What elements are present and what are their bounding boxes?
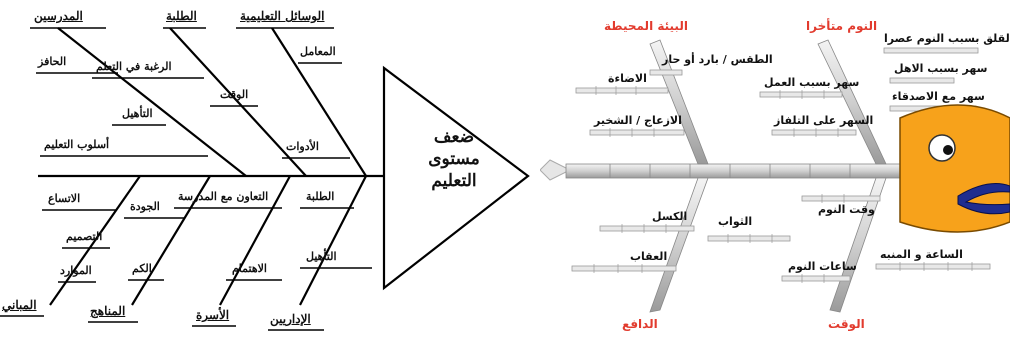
cause-labs: المعامل — [300, 45, 336, 58]
bone-late-sleep — [817, 39, 887, 165]
right-fishbone-graphic — [540, 39, 1010, 313]
cause-design: التصميم — [66, 230, 103, 243]
cause-tools: الأدوات — [286, 140, 319, 153]
head-line-2: مستوى — [428, 149, 480, 169]
cause-punishment: العقاب — [630, 250, 668, 263]
fish-head-icon — [899, 104, 1010, 233]
bone-students — [169, 27, 307, 177]
cause-up-late-tv: السهر على التلفاز — [774, 114, 874, 127]
bone-teachers — [57, 27, 247, 177]
bone-family — [219, 175, 291, 306]
cause-laziness: الكسل — [652, 210, 688, 223]
bone-curriculum — [131, 175, 211, 306]
category-curriculum: المناهج — [90, 304, 126, 318]
cause-reward: الثواب — [718, 215, 753, 228]
bone-admins — [299, 175, 367, 306]
cause-resources: الموارد — [60, 264, 92, 277]
bone-media — [271, 27, 367, 177]
category-buildings: المباني — [2, 298, 37, 312]
cause-teacher-qualification: التأهيل — [122, 107, 153, 120]
category-administrators: الإداريين — [270, 312, 311, 326]
right-spine — [540, 159, 907, 181]
left-fishbone-diagram: ضعف مستوى التعليم المدرسين الطلبة الوسائ… — [0, 9, 530, 331]
category-family: الأسرة — [196, 308, 230, 322]
category-students: الطلبة — [166, 9, 197, 23]
cause-up-late-family: سهر بسبب الاهل — [894, 62, 988, 75]
cause-worry-afternoon-nap: القلق بسبب النوم عصرا — [884, 32, 1010, 45]
cause-weather: الطقس / بارد أو حار — [662, 53, 773, 66]
head-line-3: التعليم — [431, 171, 477, 191]
category-environment: البيئة المحيطة — [604, 19, 688, 33]
cause-desire-to-learn: الرغبة في التعلم — [96, 60, 172, 73]
cause-up-late-friends: سهر مع الاصدقاء — [892, 90, 985, 103]
left-problem-head: ضعف مستوى التعليم — [404, 126, 504, 192]
cause-spaciousness: الاتساع — [48, 192, 81, 205]
cause-noise-snoring: الازعاج / الشخير — [594, 114, 682, 127]
left-fishbone-lines — [0, 27, 530, 331]
cause-bedtime: وقت النوم — [818, 203, 875, 216]
cause-up-late-work: سهر بسبب العمل — [764, 76, 860, 89]
right-fishbone-diagram: البيئة المحيطة النوم متأخرا الدافع الوقت… — [540, 0, 1010, 340]
category-teachers: المدرسين — [34, 9, 83, 23]
bone-buildings — [49, 175, 141, 306]
bone-motive — [649, 177, 709, 313]
cause-lighting: الاضاءة — [608, 72, 647, 85]
category-motive: الدافع — [622, 317, 658, 331]
cause-school-cooperation: التعاون مع المدرسة — [178, 190, 269, 203]
category-teaching-media: الوسائل التعليمية — [240, 9, 325, 23]
cause-time: الوقت — [220, 88, 249, 101]
cause-attention: الاهتمام — [232, 262, 267, 275]
cause-teaching-style: أسلوب التعليم — [44, 138, 110, 151]
category-time: الوقت — [828, 317, 865, 331]
cause-clock-alarm: الساعة و المنبه — [880, 248, 963, 261]
cause-sleep-hours: ساعات النوم — [788, 260, 857, 273]
cause-quantity: الكم — [132, 262, 152, 275]
cause-quality: الجودة — [130, 200, 160, 213]
head-line-1: ضعف — [433, 127, 475, 147]
left-head-triangle — [382, 65, 530, 291]
cause-incentive: الحافز — [38, 55, 67, 68]
cause-admin-students: الطلبة — [306, 190, 335, 203]
category-late-sleep: النوم متأخرا — [806, 19, 878, 33]
cause-admin-qualification: التأهيل — [306, 250, 337, 263]
